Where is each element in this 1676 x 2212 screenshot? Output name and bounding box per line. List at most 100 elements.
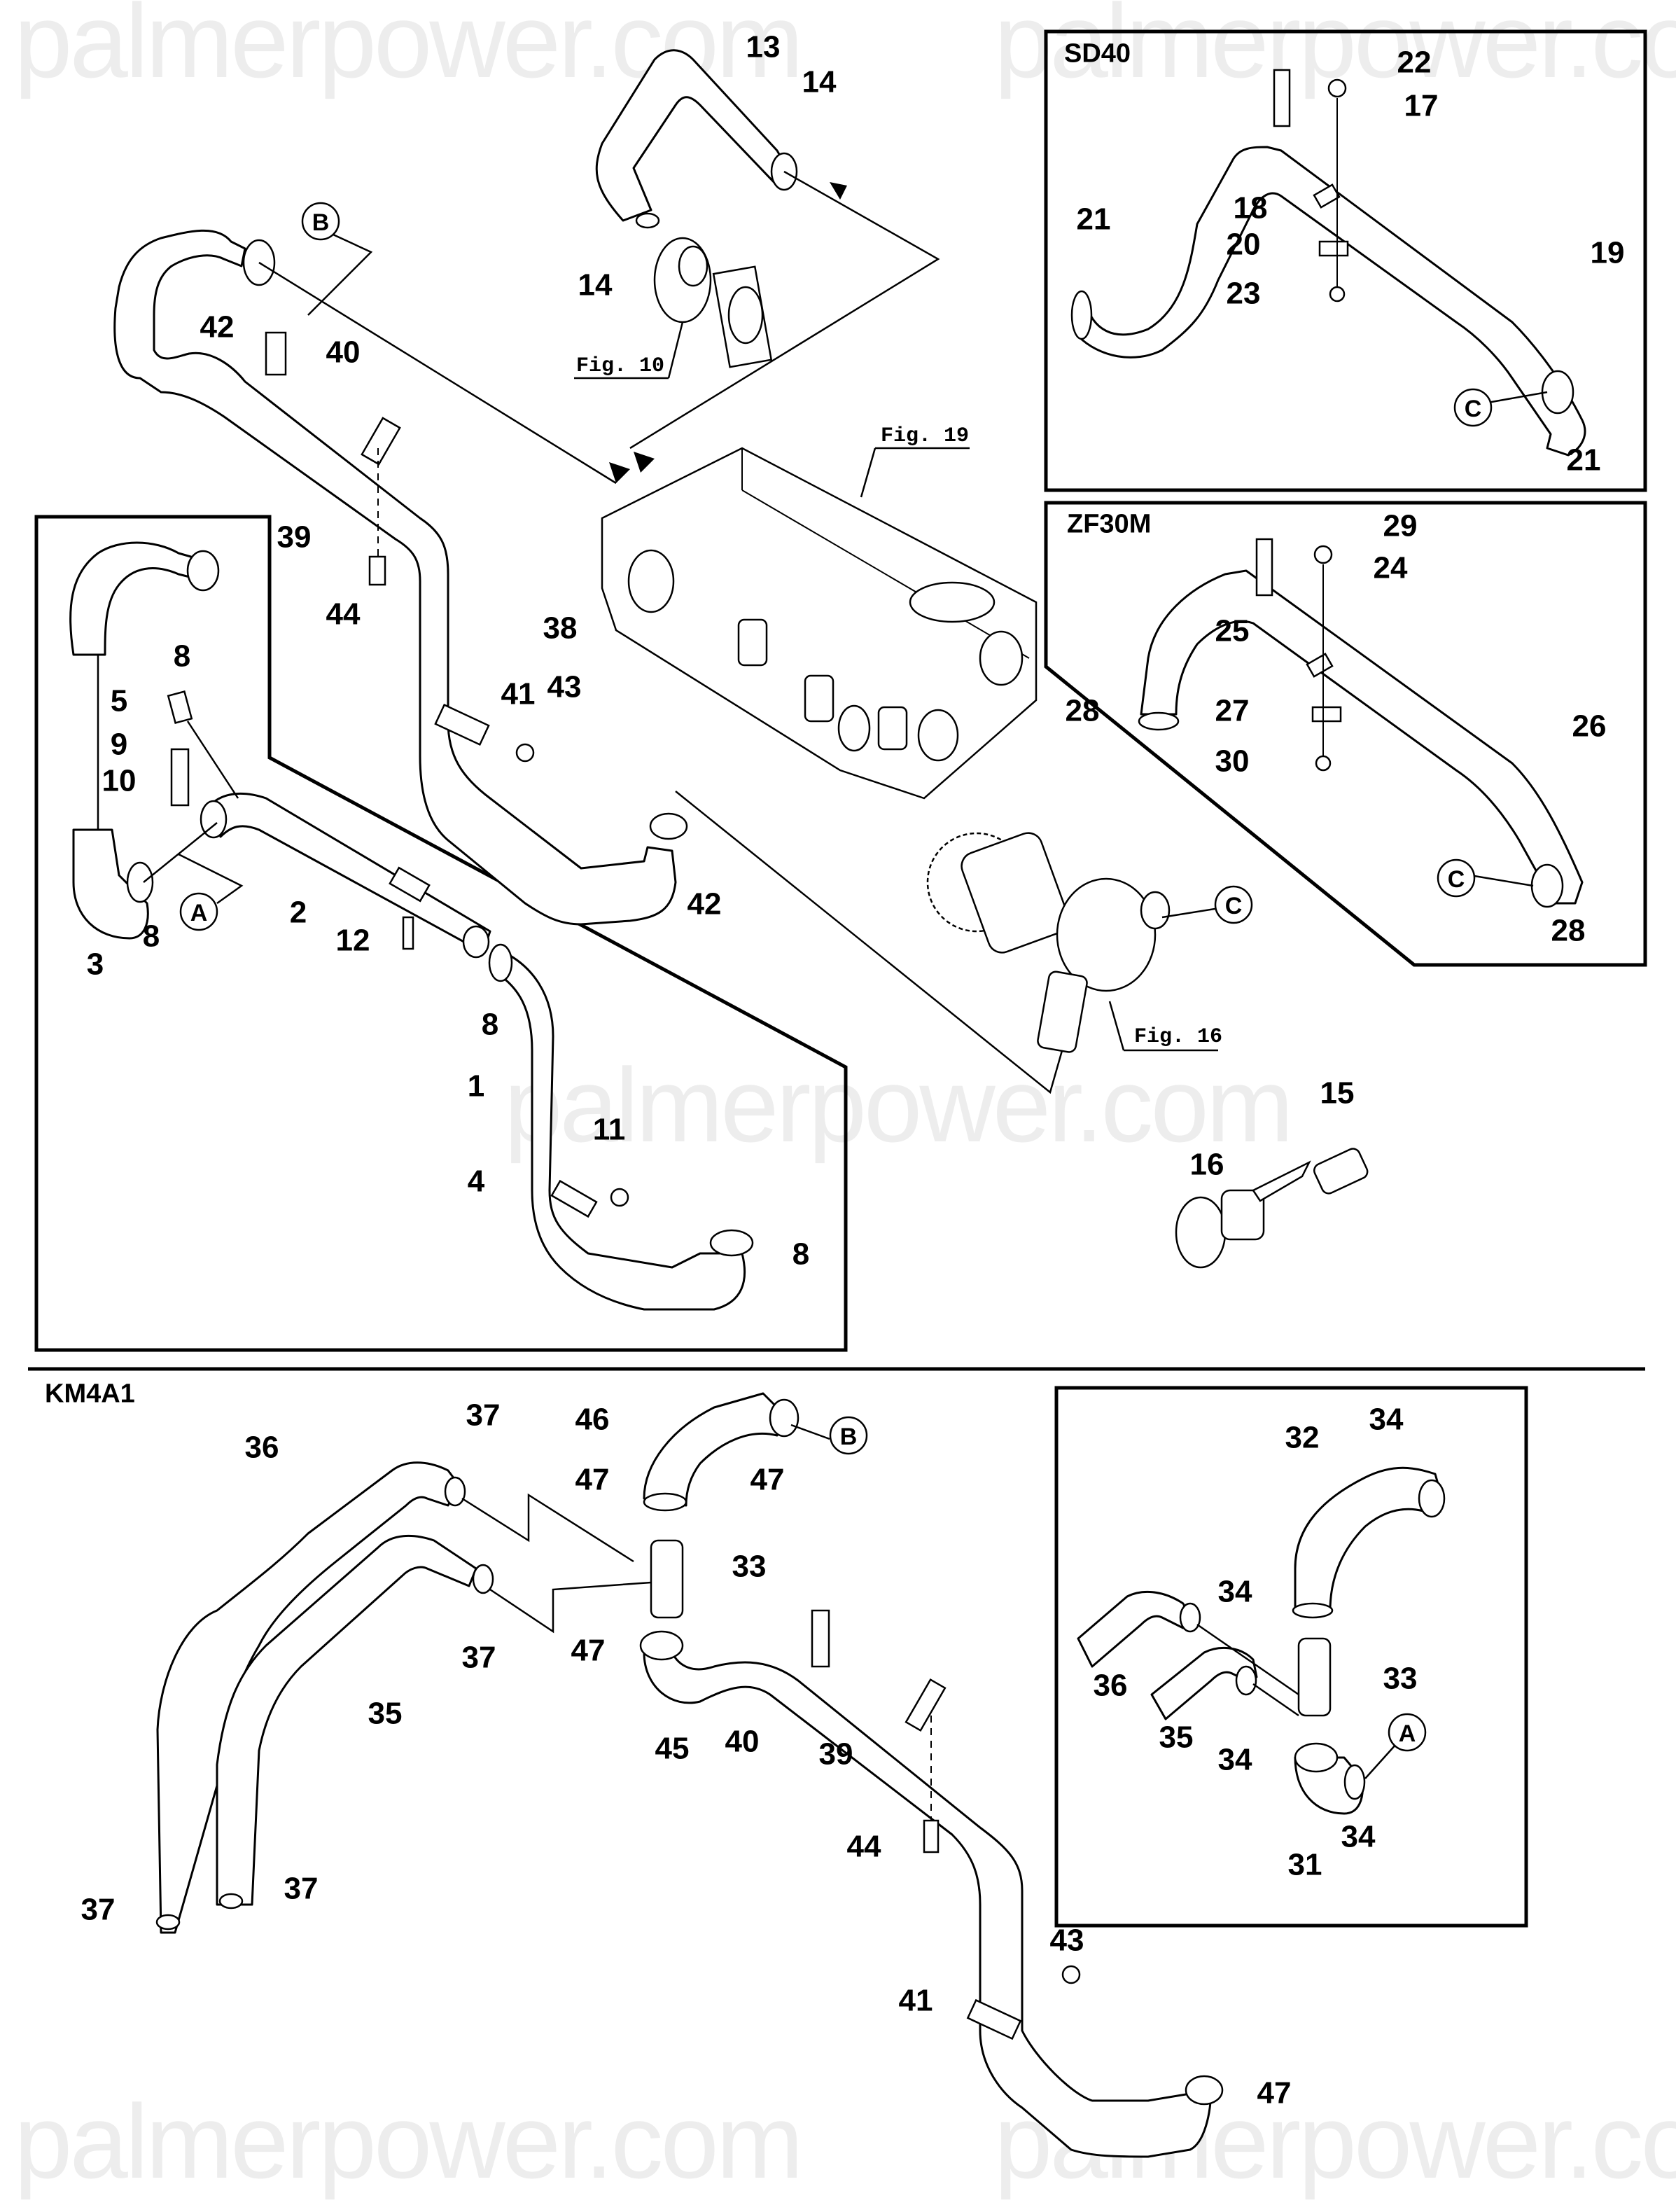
connect-line — [1252, 1683, 1299, 1717]
hose-19 — [1077, 146, 1586, 457]
callout-main-part-39: 39 — [277, 520, 312, 555]
callout-km4a1-part-37: 37 — [466, 1398, 501, 1433]
hose-13 — [595, 49, 792, 222]
clamp-47 — [643, 1492, 687, 1512]
svg-text:B: B — [312, 209, 330, 236]
connector-b: B — [301, 202, 340, 241]
callout-main-part-11: 11 — [593, 1113, 626, 1147]
callout-km4a1-part-35: 35 — [368, 1697, 403, 1731]
leader-c — [1487, 391, 1548, 404]
callout-km4a1-part-47: 47 — [750, 1463, 785, 1497]
clamp-37 — [218, 1893, 244, 1910]
hose-38 — [113, 229, 677, 926]
callout-main-part-16: 16 — [1190, 1148, 1224, 1182]
clamp-28 — [1530, 863, 1564, 908]
connect-line — [461, 1493, 634, 1563]
leader-b — [790, 1424, 830, 1440]
fitting-15 — [1313, 1148, 1369, 1195]
bolt-44 — [923, 1819, 940, 1853]
clamp-42 — [649, 812, 688, 840]
nut-30 — [1315, 755, 1332, 772]
leader-b — [307, 230, 373, 316]
connector-b: B — [829, 1416, 868, 1455]
bolt-43 — [515, 743, 535, 763]
connector-a: A — [1388, 1713, 1427, 1752]
connector-a: A — [179, 892, 218, 931]
svg-text:C: C — [1225, 893, 1243, 919]
watermark: palmerpower.com — [14, 2082, 801, 2200]
callout-sd40-part-20: 20 — [1227, 228, 1261, 262]
callout-main-part-13: 13 — [746, 30, 781, 64]
section-label-km4a1: KM4A1 — [45, 1379, 135, 1408]
callout-zf30m-part-30: 30 — [1215, 744, 1250, 779]
connect-line — [143, 822, 218, 883]
clamp-37 — [155, 1914, 181, 1931]
hose-46 — [643, 1392, 778, 1507]
heat-exchanger-fig19 — [601, 447, 1038, 800]
flow-line — [675, 791, 1066, 1094]
callout-km4a1_inset-part-34: 34 — [1369, 1403, 1404, 1437]
clamp-34 — [1343, 1764, 1366, 1800]
callout-km4a1-part-46: 46 — [575, 1403, 610, 1437]
svg-text:B: B — [840, 1424, 858, 1450]
clamp-47 — [1185, 2075, 1224, 2106]
clamp-8 — [126, 861, 154, 903]
callout-main-part-43: 43 — [547, 670, 582, 704]
callout-km4a1-part-39: 39 — [819, 1737, 853, 1772]
clamp-37 — [1235, 1665, 1257, 1696]
callout-km4a1-part-37: 37 — [284, 1872, 319, 1906]
fig-label: Fig. 16 — [1134, 1025, 1222, 1049]
flow-arrow — [609, 462, 630, 483]
leader-c — [1469, 874, 1534, 887]
callout-km4a1_inset-part-36: 36 — [1094, 1669, 1128, 1703]
pipe-2-end — [200, 800, 228, 839]
figure-ref-fig16: Fig. 16 — [1108, 1001, 1222, 1052]
bracket-25 — [1255, 538, 1273, 597]
svg-text:A: A — [1399, 1720, 1416, 1747]
callout-km4a1_inset-part-32: 32 — [1285, 1421, 1320, 1455]
connect-line — [186, 721, 239, 799]
connector-c: C — [1437, 858, 1476, 898]
figure-references: Fig. 10 Fig. 19 Fig. 16 — [574, 321, 1222, 1052]
callout-main-part-42: 42 — [200, 310, 235, 345]
callout-sd40-part-18: 18 — [1234, 191, 1268, 225]
hose-36-inset — [1077, 1590, 1192, 1668]
callout-main-part-40: 40 — [326, 335, 361, 370]
figure-ref-fig19: Fig. 19 — [860, 424, 970, 498]
callout-km4a1_inset-part-34: 34 — [1218, 1743, 1252, 1777]
clamp-37 — [1179, 1602, 1201, 1633]
pipe-10 — [170, 748, 190, 807]
callout-main-part-3: 3 — [87, 947, 104, 982]
section-label-sd40: SD40 — [1064, 39, 1131, 68]
callout-main-part-9: 9 — [111, 728, 127, 762]
callout-zf30m-part-27: 27 — [1215, 694, 1250, 728]
nut-23 — [1329, 286, 1346, 302]
callout-main-part-8: 8 — [482, 1008, 498, 1042]
frames — [28, 29, 1647, 1928]
callout-main-part-14: 14 — [802, 65, 837, 99]
bolt-43 — [1061, 1965, 1081, 1984]
clamp-4 — [550, 1179, 598, 1218]
connect-line — [1196, 1623, 1299, 1696]
hose-35 — [216, 1534, 477, 1906]
callout-zf30m-part-28: 28 — [1551, 914, 1586, 948]
hose-1 — [496, 951, 746, 1311]
clamp-34 — [1418, 1479, 1446, 1518]
hose-45-pipe — [643, 1651, 1213, 2158]
callout-sd40-part-21: 21 — [1567, 443, 1601, 478]
water-pump-fig16 — [926, 832, 1171, 1053]
callout-main-part-8: 8 — [792, 1237, 809, 1272]
bolt-11 — [610, 1188, 629, 1207]
hose-36 — [156, 1461, 460, 1934]
bracket-40 — [811, 1609, 830, 1668]
fig-label: Fig. 19 — [881, 424, 969, 448]
callout-km4a1-part-36: 36 — [245, 1431, 279, 1465]
clamp-8 — [186, 550, 220, 592]
figure-ref-fig10: Fig. 10 — [574, 321, 684, 380]
pipe-2 — [209, 792, 491, 954]
callout-km4a1-part-47: 47 — [575, 1463, 610, 1497]
callout-main-part-2: 2 — [290, 896, 307, 930]
stay-27 — [1311, 706, 1342, 723]
